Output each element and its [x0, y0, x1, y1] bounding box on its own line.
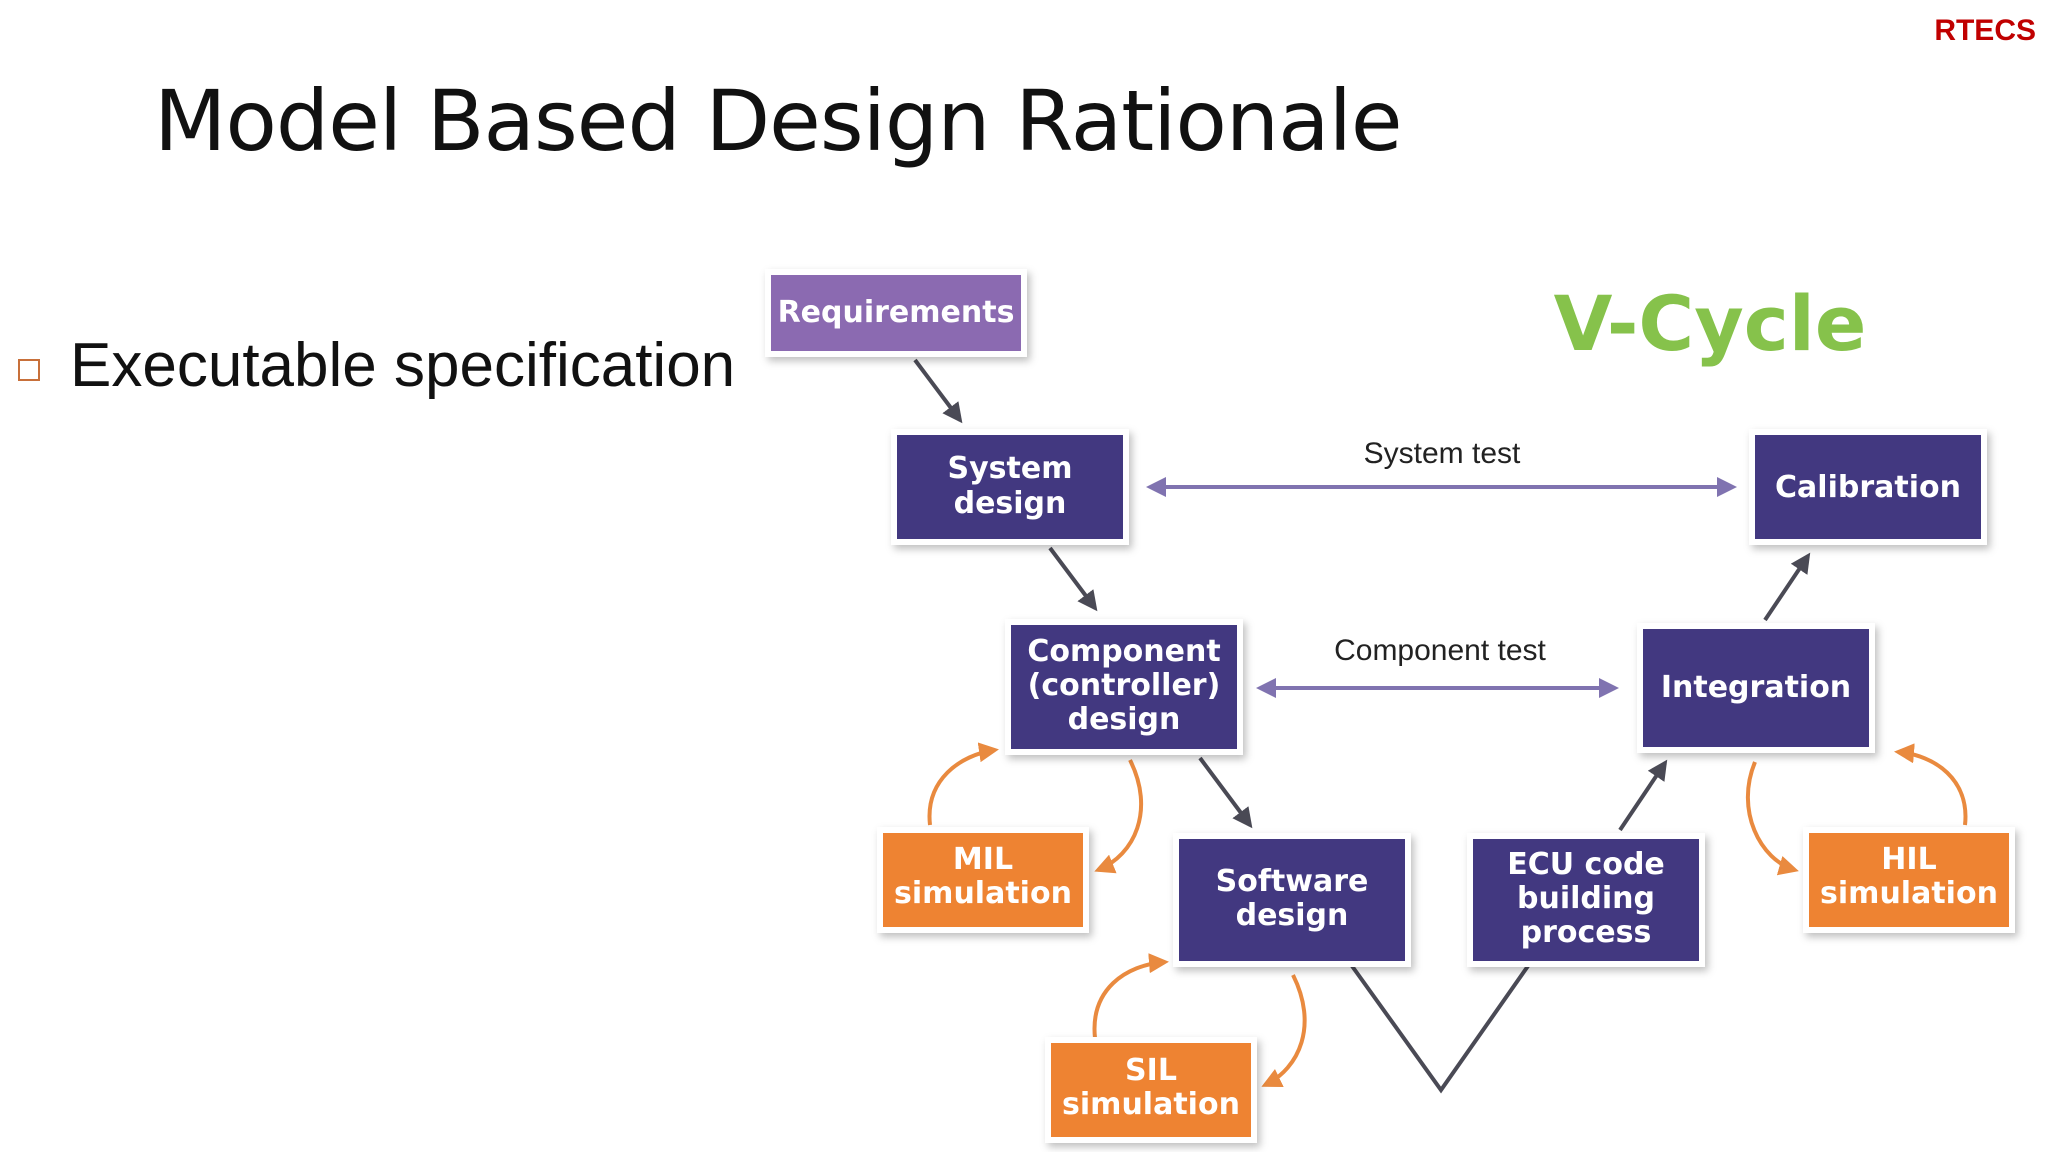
arrow-system-to-component	[1048, 546, 1098, 612]
node-component-design: Component (controller) design	[1005, 619, 1243, 755]
node-mil-simulation: MIL simulation	[877, 827, 1089, 933]
node-requirements: Requirements	[765, 269, 1027, 357]
slide-title: Model Based Design Rationale	[154, 72, 1403, 170]
node-mil-line-1: MIL	[953, 842, 1013, 877]
node-calibration-line-1: Calibration	[1775, 470, 1961, 505]
node-ecu-code-line-2: building	[1517, 881, 1655, 916]
square-bullet-icon	[18, 358, 40, 381]
v-cycle-title: V-Cycle	[1554, 279, 1867, 368]
node-software-design-line-2: design	[1236, 898, 1349, 933]
node-hil-line-2: simulation	[1820, 876, 1998, 911]
node-system-design: System design	[891, 429, 1129, 545]
component-test-label: Component test	[1334, 634, 1546, 667]
node-software-design: Software design	[1173, 833, 1411, 967]
bullet-text: Executable specification	[70, 331, 736, 400]
node-system-design-line-2: design	[954, 486, 1067, 521]
node-sil-line-2: simulation	[1062, 1087, 1240, 1122]
node-component-design-line-2: (controller)	[1028, 668, 1221, 703]
node-integration-line-1: Integration	[1661, 670, 1851, 705]
node-calibration: Calibration	[1749, 429, 1987, 545]
node-software-design-line-1: Software	[1216, 864, 1369, 899]
bullet-item: Executable specification	[18, 330, 735, 401]
node-component-design-line-1: Component	[1027, 634, 1220, 669]
arrow-component-to-mil	[1094, 759, 1144, 874]
arrow-hil-to-integration	[1894, 743, 1968, 826]
arrow-software-to-sil	[1261, 974, 1307, 1087]
arrow-sil-to-software	[1092, 953, 1169, 1039]
node-hil-simulation: HIL simulation	[1803, 827, 2015, 933]
arrow-integration-to-hil	[1745, 761, 1799, 876]
node-integration: Integration	[1637, 623, 1875, 753]
node-requirements-line-1: Requirements	[778, 295, 1015, 330]
node-hil-line-1: HIL	[1881, 842, 1936, 877]
node-ecu-code: ECU code building process	[1467, 833, 1705, 967]
node-ecu-code-line-1: ECU code	[1507, 847, 1665, 882]
node-system-design-line-1: System	[948, 451, 1073, 486]
node-sil-simulation: SIL simulation	[1045, 1037, 1257, 1143]
arrow-ecu-to-integration	[1618, 759, 1668, 832]
node-sil-line-1: SIL	[1125, 1053, 1177, 1088]
brand-label: RTECS	[1934, 14, 2036, 47]
node-component-design-line-3: design	[1068, 702, 1181, 737]
arrow-component-to-software	[1198, 756, 1253, 829]
system-test-label: System test	[1364, 437, 1521, 470]
node-ecu-code-line-3: process	[1521, 915, 1652, 950]
arrow-mil-to-component	[927, 742, 999, 826]
arrow-requirements-to-system	[913, 358, 963, 424]
v-shape-line	[1350, 964, 1530, 1094]
node-mil-line-2: simulation	[894, 876, 1072, 911]
arrow-integration-to-calibration	[1763, 552, 1811, 622]
